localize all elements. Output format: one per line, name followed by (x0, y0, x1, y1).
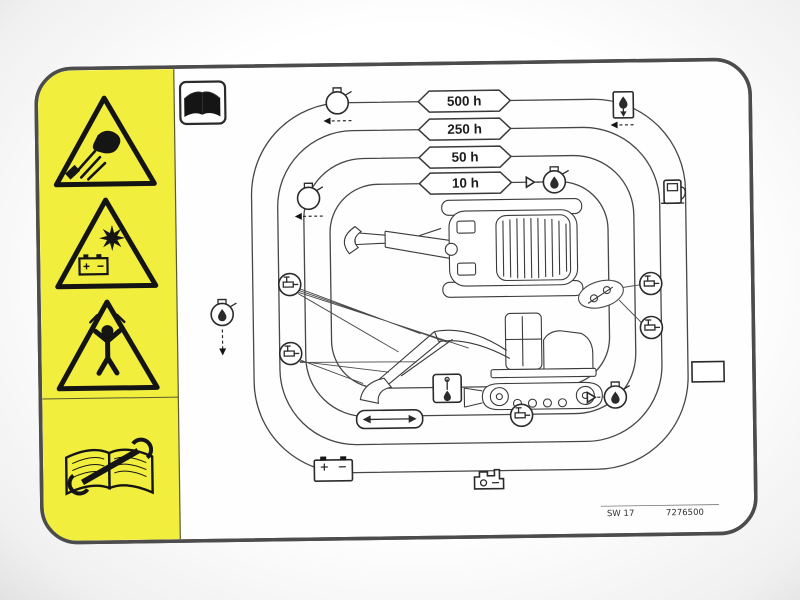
interval-label-text: 250 h (447, 121, 482, 136)
lubrication-point-icon (277, 272, 302, 297)
interval-label-500h: 500 h (417, 89, 512, 113)
warning-high-pressure-injection (53, 95, 157, 188)
spare-box-icon (691, 360, 725, 383)
excavator-side-view (359, 312, 603, 411)
footer-revision-text: SW 17 (607, 509, 634, 519)
warning-panel (38, 69, 181, 541)
detail-callout-ellipse (577, 279, 624, 309)
lubrication-point-icon (278, 341, 303, 366)
direction-arrows (219, 117, 634, 404)
interval-label-text: 500 h (447, 93, 482, 108)
lubrication-point-icon (509, 403, 534, 428)
lubrication-point-icon (639, 315, 664, 340)
warning-crush-hazard (56, 299, 160, 392)
sticker-border (34, 57, 758, 545)
interval-label-10h: 10 h (418, 171, 513, 195)
wrench-and-manual-symbol (64, 437, 154, 496)
footer-part-number-text: 7276500 (666, 508, 704, 519)
interval-label-250h: 250 h (417, 117, 512, 141)
oil-level-check-icon (432, 373, 463, 404)
lubrication-point-icon (638, 271, 663, 296)
warning-battery-explosion (55, 197, 159, 290)
interval-label-text: 50 h (451, 149, 478, 164)
track-tension-icon (355, 409, 424, 430)
footer: SW 17 7276500 (600, 504, 719, 519)
fuel-pump-icon (661, 179, 686, 205)
battery-icon (313, 456, 354, 482)
interval-label-text: 10 h (452, 175, 479, 190)
operators-manual-icon (178, 80, 227, 126)
engine-icon (473, 468, 505, 490)
oil-filter-icon (612, 90, 635, 119)
excavator-top-view (343, 198, 584, 298)
interval-label-50h: 50 h (417, 145, 513, 169)
